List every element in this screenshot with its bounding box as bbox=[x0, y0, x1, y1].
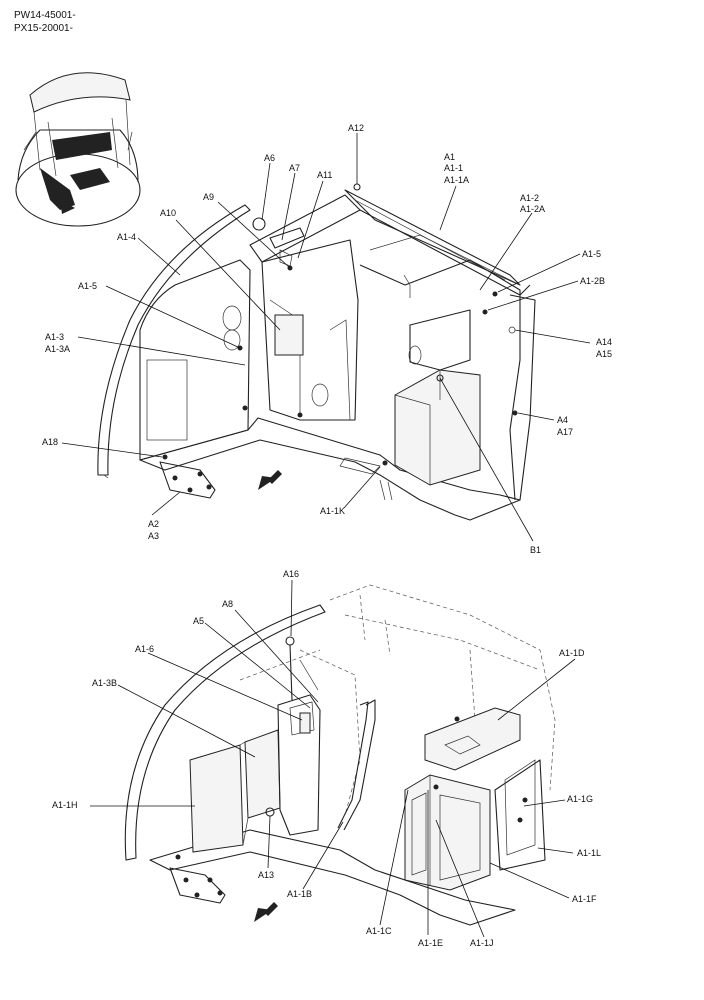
callout-A1-1G: A1-1G bbox=[567, 794, 593, 804]
callout-A1-5-right: A1-5 bbox=[582, 249, 601, 259]
callout-A12: A12 bbox=[348, 123, 364, 133]
callout-A1-1A: A1-1A bbox=[444, 175, 469, 185]
callout-A1-4: A1-4 bbox=[117, 232, 136, 242]
callout-A1-2A: A1-2A bbox=[520, 204, 545, 214]
callout-A1-1B: A1-1B bbox=[287, 889, 312, 899]
callout-A14: A14 bbox=[596, 337, 612, 347]
lower-leader-lines bbox=[90, 579, 576, 938]
callout-B1: B1 bbox=[530, 545, 541, 555]
callout-A8: A8 bbox=[222, 599, 233, 609]
callout-A6: A6 bbox=[264, 153, 275, 163]
lower-callouts: A16 A8 A5 A1-1D A1-6 A1-3B A1-1G A1-1H A… bbox=[52, 569, 601, 948]
lower-assembly-drawing bbox=[124, 584, 556, 926]
callout-A9: A9 bbox=[203, 192, 214, 202]
callout-A1-1K: A1-1K bbox=[320, 506, 345, 516]
machine-overview-icon bbox=[15, 72, 141, 227]
front-direction-arrow-icon bbox=[258, 470, 282, 490]
callout-A1-3A: A1-3A bbox=[45, 344, 70, 354]
callout-A1-1F: A1-1F bbox=[572, 894, 597, 904]
serial-range-1: PW14-45001- bbox=[14, 10, 76, 21]
front-direction-arrow-icon-lower bbox=[254, 902, 278, 922]
callout-A13: A13 bbox=[258, 870, 274, 880]
callout-A4: A4 bbox=[557, 415, 568, 425]
callout-A1-1J: A1-1J bbox=[470, 938, 494, 948]
upper-assembly-drawing bbox=[97, 183, 536, 521]
callout-A1-6: A1-6 bbox=[135, 644, 154, 654]
callout-A7: A7 bbox=[289, 163, 300, 173]
callout-A2: A2 bbox=[148, 519, 159, 529]
callout-A1-1L: A1-1L bbox=[577, 848, 601, 858]
callout-A11: A11 bbox=[317, 170, 332, 180]
callout-A1-1D: A1-1D bbox=[559, 648, 585, 658]
callout-A1-1E: A1-1E bbox=[418, 938, 443, 948]
callout-A1-3B: A1-3B bbox=[92, 678, 117, 688]
callout-A16: A16 bbox=[283, 569, 299, 579]
callout-A5: A5 bbox=[193, 616, 204, 626]
callout-A1-1: A1-1 bbox=[444, 163, 463, 173]
serial-range-2: PX15-20001- bbox=[14, 23, 73, 34]
callout-A17: A17 bbox=[557, 427, 573, 437]
callout-A1-3: A1-3 bbox=[45, 332, 64, 342]
callout-A1-2B: A1-2B bbox=[580, 276, 605, 286]
callout-A1-2: A1-2 bbox=[520, 193, 539, 203]
callout-A1-1C: A1-1C bbox=[366, 926, 392, 936]
callout-A3: A3 bbox=[148, 531, 159, 541]
upper-leader-lines bbox=[61, 133, 591, 542]
upper-callouts: A12 A1 A1-1 A1-1A A6 A7 A11 A9 A10 A1-2 … bbox=[42, 123, 612, 555]
callout-A1-5-left: A1-5 bbox=[78, 281, 97, 291]
callout-A10: A10 bbox=[160, 208, 176, 218]
callout-A1-1H: A1-1H bbox=[52, 800, 78, 810]
callout-A1: A1 bbox=[444, 152, 455, 162]
callout-A18: A18 bbox=[42, 437, 58, 447]
callout-A15: A15 bbox=[596, 349, 612, 359]
